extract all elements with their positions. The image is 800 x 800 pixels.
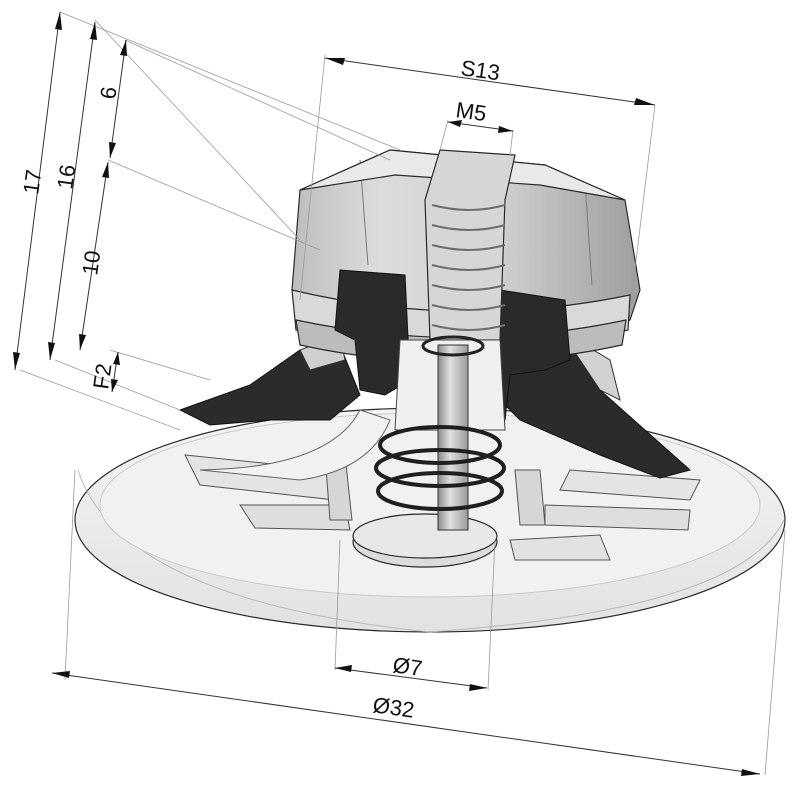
thread-bore bbox=[394, 149, 516, 431]
dim-17-label: 17 bbox=[18, 168, 46, 196]
dim-d7-label: Ø7 bbox=[391, 652, 424, 681]
dimension-labels: S13 M5 17 16 6 10 F2 Ø7 Ø32 bbox=[18, 55, 501, 723]
dim-m5-label: M5 bbox=[454, 97, 488, 126]
dim-10-label: 10 bbox=[77, 249, 105, 277]
dim-16-label: 16 bbox=[52, 163, 80, 191]
dim-s13-label: S13 bbox=[459, 55, 501, 85]
dim-d32-label: Ø32 bbox=[371, 692, 416, 723]
spring bbox=[374, 425, 506, 511]
cup-ribs bbox=[184, 454, 701, 561]
valve-stem bbox=[421, 335, 485, 531]
dimension-lines bbox=[13, 11, 786, 776]
dim-6-label: 6 bbox=[95, 85, 121, 101]
dim-f2-label: F2 bbox=[88, 362, 116, 391]
valve-disc bbox=[352, 513, 498, 568]
